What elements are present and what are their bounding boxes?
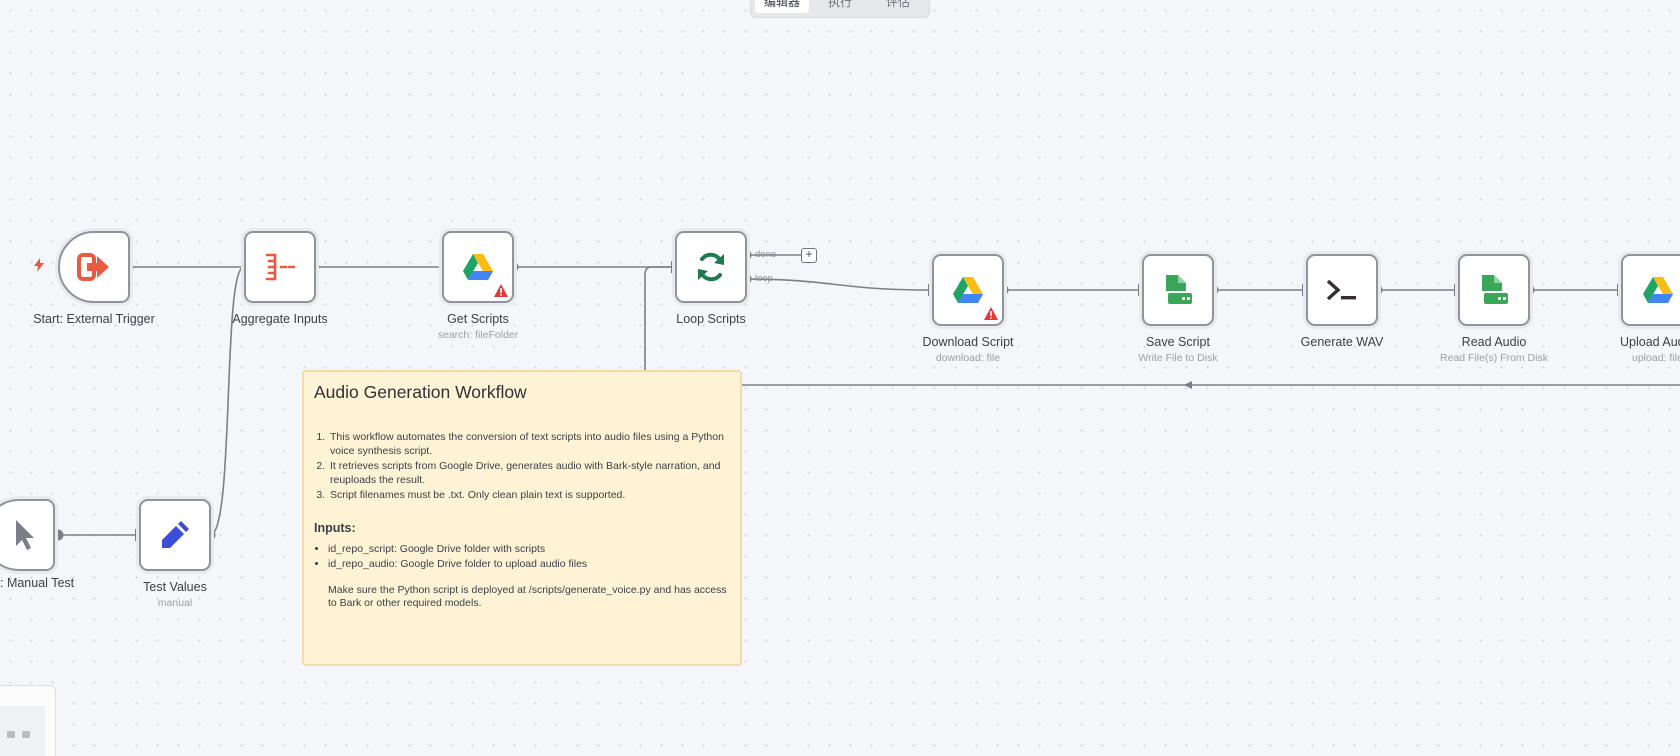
node-label: Test Values — [143, 580, 207, 594]
google-drive-icon — [953, 277, 983, 303]
tab-executions[interactable]: 执行 — [827, 0, 852, 9]
node-subtitle: Read File(s) From Disk — [1440, 352, 1548, 364]
warning-icon — [494, 284, 508, 297]
file-read-icon — [1482, 275, 1508, 304]
node-label: Read Audio — [1461, 335, 1527, 349]
node-body — [1621, 254, 1680, 326]
edge-loop-download — [745, 278, 930, 291]
node-manual-test[interactable] — [0, 496, 58, 574]
sticky-note[interactable]: Audio Generation Workflow This workflow … — [302, 370, 742, 666]
google-drive-icon — [1643, 277, 1673, 303]
sticky-steps: This workflow automates the conversion o… — [314, 431, 730, 503]
node-body — [675, 231, 747, 303]
node-body — [0, 499, 55, 571]
node-label: Download Script — [922, 335, 1014, 349]
trigger-bolt-icon — [34, 258, 44, 272]
node-label: Save Script — [1146, 335, 1210, 349]
cursor-icon — [16, 520, 34, 550]
node-save-script[interactable]: Save Script Write File to Disk — [1138, 251, 1218, 364]
canvas-controls-panel[interactable] — [0, 685, 56, 756]
control-dot-icon[interactable] — [22, 731, 30, 738]
refresh-icon — [698, 252, 724, 282]
node-upload-audio-label: Upload Aud — [1620, 335, 1680, 349]
node-label: Aggregate Inputs — [232, 312, 328, 326]
node-body — [244, 231, 316, 303]
node-upload-audio[interactable] — [1618, 251, 1680, 329]
pencil-icon — [162, 521, 189, 548]
node-body — [442, 231, 514, 303]
sticky-title: Audio Generation Workflow — [314, 382, 527, 402]
sign-in-icon — [77, 253, 109, 281]
sticky-inputs-title: Inputs: — [314, 520, 356, 535]
node-body — [932, 254, 1004, 326]
sticky-step: It retrieves scripts from Google Drive, … — [328, 460, 730, 487]
node-body — [1306, 254, 1378, 326]
node-body — [1458, 254, 1530, 326]
sticky-step: This workflow automates the conversion o… — [328, 431, 730, 458]
node-body — [58, 231, 130, 303]
node-manual-test-label: : Manual Test — [0, 576, 75, 590]
node-subtitle: Write File to Disk — [1138, 352, 1218, 364]
sticky-step: Script filenames must be .txt. Only clea… — [328, 489, 730, 503]
node-label: Start: External Trigger — [33, 312, 155, 326]
control-dot-icon[interactable] — [7, 731, 15, 738]
sticky-inputs: id_repo_script: Google Drive folder with… — [314, 543, 730, 572]
aggregate-icon — [265, 253, 296, 281]
add-node-button[interactable]: + — [801, 248, 817, 263]
tab-evaluations[interactable]: 评估 — [885, 0, 910, 9]
google-drive-icon — [463, 254, 493, 280]
node-body — [139, 499, 211, 571]
sticky-note-text: Make sure the Python script is deployed … — [328, 583, 727, 610]
node-loop-scripts[interactable]: Loop Scripts — [672, 228, 750, 326]
mode-tabs: 编辑器 执行 评估 — [750, 0, 930, 18]
node-label: Generate WAV — [1300, 335, 1384, 349]
file-write-icon — [1166, 275, 1192, 304]
node-get-scripts[interactable]: Get Scripts search: fileFolder — [438, 228, 518, 341]
node-label: Get Scripts — [447, 312, 509, 326]
node-subtitle: manual — [157, 597, 193, 609]
node-label: Loop Scripts — [676, 312, 746, 326]
edge-testvalues-aggregate — [209, 266, 245, 536]
node-read-audio[interactable]: Read Audio Read File(s) From Disk — [1440, 251, 1548, 364]
sticky-input: id_repo_script: Google Drive folder with… — [328, 543, 730, 557]
tab-editor[interactable]: 编辑器 — [755, 0, 809, 13]
node-subtitle: search: fileFolder — [437, 329, 519, 341]
node-upload-audio-sub: upload: file — [1632, 352, 1680, 364]
terminal-icon — [1326, 279, 1356, 301]
node-start-external-trigger[interactable]: Start: External Trigger — [33, 228, 155, 326]
node-aggregate-inputs[interactable]: Aggregate Inputs — [232, 228, 328, 326]
node-body — [1142, 254, 1214, 326]
node-download-script[interactable]: Download Script download: file — [922, 251, 1014, 364]
node-test-values[interactable]: Test Values manual — [136, 496, 214, 609]
sticky-input: id_repo_audio: Google Drive folder to up… — [328, 558, 730, 572]
loop-done-label: done — [755, 249, 777, 260]
loop-loop-label: loop — [755, 273, 773, 284]
warning-icon — [984, 307, 998, 320]
node-generate-wav[interactable]: Generate WAV — [1301, 251, 1383, 349]
node-subtitle: download: file — [935, 352, 1001, 364]
